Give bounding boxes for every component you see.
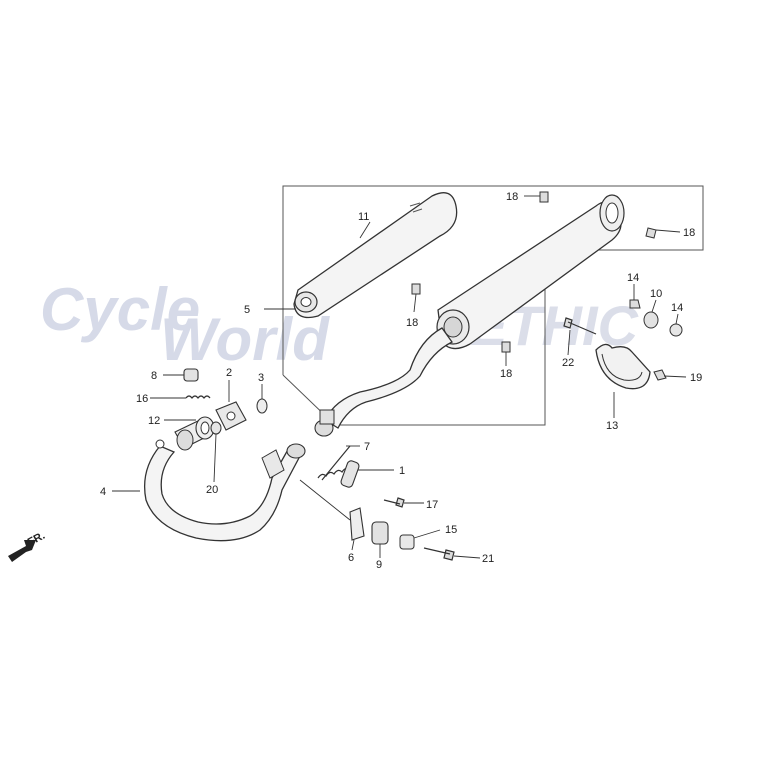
bolt-22 [423, 547, 455, 561]
callout-15: 15 [445, 524, 457, 536]
callout-20: 20 [206, 484, 218, 496]
callout-18a: 18 [506, 191, 518, 203]
rubber-8 [183, 368, 199, 382]
nut-19 [653, 369, 667, 381]
callout-22: 21 [482, 553, 494, 565]
callout-5: 5 [244, 304, 250, 316]
callout-4: 4 [100, 486, 106, 498]
watermark-cycle: Cycle [40, 276, 200, 343]
callout-6: 6 [348, 552, 354, 564]
front-direction-icon: FR. [8, 530, 47, 562]
bolt-21 [563, 317, 597, 335]
callout-9: 9 [376, 559, 382, 571]
collar-15 [399, 534, 415, 550]
muffler-band [595, 343, 651, 390]
callout-21: 22 [562, 357, 574, 369]
bolt-18b [645, 227, 657, 239]
callout-3: 3 [258, 372, 264, 384]
callout-17: 17 [426, 499, 438, 511]
callout-13: 13 [606, 420, 618, 432]
callout-8: 8 [151, 370, 157, 382]
callout-1: 1 [399, 465, 405, 477]
bracket-6 [349, 507, 365, 541]
callout-18c: 18 [406, 317, 418, 329]
callout-18d: 18 [500, 368, 512, 380]
callout-11: 11 [358, 211, 369, 223]
callout-14b: 14 [671, 302, 683, 314]
bolt-18c [411, 283, 421, 295]
callouts: 11 5 18 18 18 18 14 10 14 22 19 13 8 16 … [100, 191, 702, 571]
callout-7: 7 [364, 441, 370, 453]
bolt-17 [383, 497, 405, 508]
callout-16: 16 [136, 393, 148, 405]
washer-3 [256, 398, 268, 414]
callout-10: 10 [650, 288, 662, 300]
heat-shield [293, 192, 458, 319]
bolt-18d [501, 341, 511, 353]
nut-14b [669, 323, 683, 337]
spring-16 [185, 395, 211, 399]
callout-18b: 18 [683, 227, 695, 239]
callout-19: 19 [690, 372, 702, 384]
callout-14a: 14 [627, 272, 639, 284]
watermark-world: World [160, 306, 330, 373]
muffler [314, 194, 625, 437]
nut-20 [210, 421, 222, 435]
rubber-10 [643, 311, 659, 329]
callout-2: 2 [226, 367, 232, 379]
leader-lines [112, 195, 687, 559]
callout-12: 12 [148, 415, 160, 427]
exhaust-collar [174, 416, 215, 451]
assembly-outline [282, 185, 704, 426]
bolt-18a [539, 191, 549, 203]
collar-1 [340, 460, 360, 488]
front-label: FR. [26, 530, 47, 549]
nut-14a [629, 299, 641, 309]
exhaust-flange [215, 401, 247, 431]
rubber-9 [371, 521, 389, 545]
exhaust-pipe [143, 439, 306, 542]
